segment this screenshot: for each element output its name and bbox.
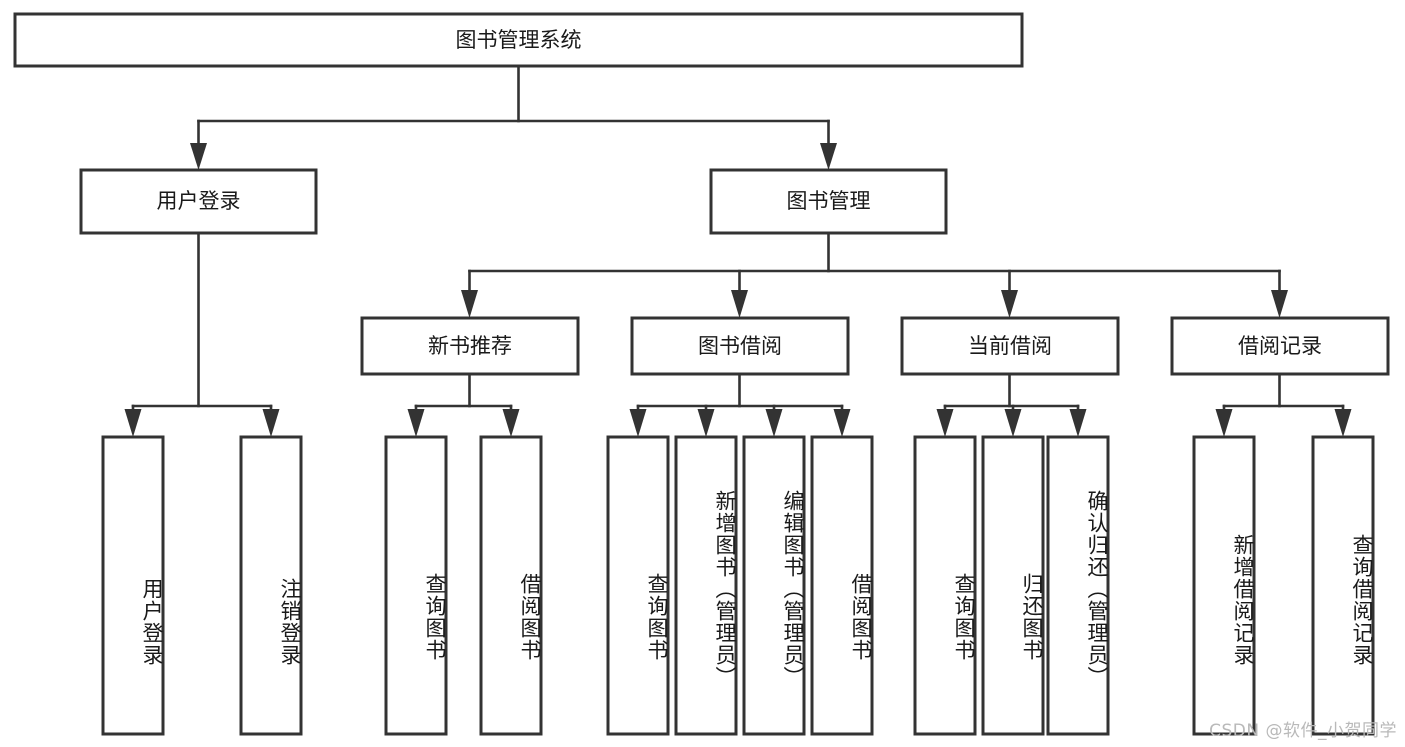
node-current-borrow[interactable]: 当前借阅 bbox=[900, 316, 1120, 376]
arrow-icon bbox=[124, 409, 142, 437]
node-root-label: 图书管理系统 bbox=[456, 28, 582, 52]
node-leaf-logout[interactable] bbox=[239, 435, 303, 736]
node-book-borrow-label: 图书借阅 bbox=[698, 334, 782, 358]
arrow-icon bbox=[1215, 409, 1233, 437]
arrow-icon bbox=[833, 409, 851, 437]
connector-bookborrow-to-leaves bbox=[629, 372, 851, 437]
arrow-icon bbox=[262, 409, 280, 437]
node-user-login[interactable]: 用户登录 bbox=[79, 168, 318, 235]
node-leaf-add-borrow-record[interactable] bbox=[1192, 435, 1256, 736]
node-leaf-edit-book-admin[interactable] bbox=[742, 435, 806, 736]
node-book-manage[interactable]: 图书管理 bbox=[709, 168, 948, 235]
arrow-icon bbox=[820, 143, 837, 170]
arrow-icon bbox=[765, 409, 783, 437]
node-leaf-borrow-book-rec[interactable] bbox=[479, 435, 543, 736]
arrow-icon bbox=[697, 409, 715, 437]
node-borrow-record[interactable]: 借阅记录 bbox=[1170, 316, 1390, 376]
arrow-icon bbox=[936, 409, 954, 437]
leaf-boxes bbox=[101, 435, 1375, 736]
node-root[interactable]: 图书管理系统 bbox=[13, 12, 1024, 68]
arrow-icon bbox=[1271, 290, 1288, 318]
node-leaf-confirm-return-admin[interactable] bbox=[1046, 435, 1110, 736]
node-book-manage-label: 图书管理 bbox=[787, 189, 871, 213]
node-leaf-user-login[interactable] bbox=[101, 435, 165, 736]
connector-currentborrow-to-leaves bbox=[936, 372, 1087, 437]
node-current-borrow-label: 当前借阅 bbox=[968, 334, 1052, 358]
node-new-book-rec[interactable]: 新书推荐 bbox=[360, 316, 580, 376]
node-book-borrow[interactable]: 图书借阅 bbox=[630, 316, 850, 376]
connector-newbook-to-leaves bbox=[407, 372, 520, 437]
node-borrow-record-label: 借阅记录 bbox=[1238, 334, 1322, 358]
arrow-icon bbox=[407, 409, 425, 437]
connector-bookmanage-to-level2 bbox=[461, 231, 1288, 318]
watermark: CSDN @软件_小贺同学 bbox=[1209, 721, 1397, 741]
node-leaf-query-borrow-record[interactable] bbox=[1311, 435, 1375, 736]
node-leaf-query-book-borrow[interactable] bbox=[606, 435, 670, 736]
node-leaf-borrow-book[interactable] bbox=[810, 435, 874, 736]
arrow-icon bbox=[1334, 409, 1352, 437]
node-user-login-label: 用户登录 bbox=[157, 189, 241, 213]
arrow-icon bbox=[190, 143, 207, 170]
connector-root-to-level1 bbox=[190, 64, 837, 170]
node-leaf-return-book[interactable] bbox=[981, 435, 1045, 736]
arrow-icon bbox=[629, 409, 647, 437]
arrow-icon bbox=[502, 409, 520, 437]
connector-borrowrecord-to-leaves bbox=[1215, 372, 1352, 437]
node-leaf-query-book-rec[interactable] bbox=[384, 435, 448, 736]
arrow-icon bbox=[1004, 409, 1022, 437]
node-leaf-add-book-admin[interactable] bbox=[674, 435, 738, 736]
arrow-icon bbox=[1069, 409, 1087, 437]
connector-userlogin-to-leaves bbox=[124, 231, 280, 437]
arrow-icon bbox=[1001, 290, 1018, 318]
node-leaf-query-book-current[interactable] bbox=[913, 435, 977, 736]
arrow-icon bbox=[731, 290, 748, 318]
arrow-icon bbox=[461, 290, 478, 318]
node-new-book-rec-label: 新书推荐 bbox=[428, 334, 512, 358]
